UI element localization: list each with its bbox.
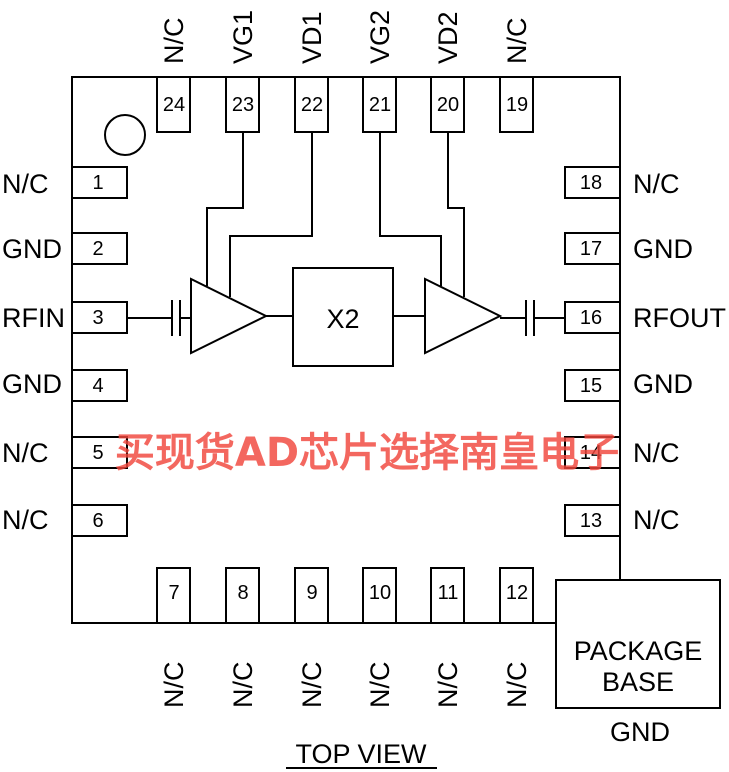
pin-number-3: 3 (92, 307, 103, 329)
vd2-bias-line (447, 132, 465, 297)
pin-number-23: 23 (232, 94, 254, 116)
pin-number-9: 9 (306, 582, 317, 604)
pin-name-16: RFOUT (633, 303, 726, 333)
pin-number-12: 12 (506, 582, 528, 604)
pin-name-20: VD2 (433, 11, 463, 64)
pin-pad-2 (71, 232, 128, 265)
pin-pad-8 (225, 567, 260, 624)
pin-number-16: 16 (580, 307, 602, 329)
pin-name-1: N/C (2, 169, 49, 199)
pin-pad-10 (362, 567, 397, 624)
pin-number-5: 5 (92, 442, 103, 464)
pin-name-5: N/C (2, 438, 49, 468)
core-block-label: X2 (326, 304, 359, 334)
vg1-bias-line (206, 132, 244, 286)
pin-number-14: 14 (580, 442, 602, 464)
pin-number-20: 20 (437, 94, 459, 116)
pin-name-11: N/C (433, 662, 463, 709)
pin1-indicator (104, 114, 146, 156)
pin-name-8: N/C (228, 662, 258, 709)
pin-number-8: 8 (237, 582, 248, 604)
pin-name-7: N/C (159, 662, 189, 709)
vd1-bias-line (229, 132, 313, 297)
pin-pad-6 (71, 504, 128, 537)
pin-name-23: VG1 (228, 10, 258, 64)
package-base-label-1: PACKAGE (574, 636, 703, 666)
pin-pad-13 (564, 504, 621, 537)
pin-pad-15 (564, 369, 621, 402)
pin-pad-4 (71, 369, 128, 402)
pin-number-15: 15 (580, 375, 602, 397)
pin-pad-12 (499, 567, 534, 624)
amplifier-1-symbol (190, 277, 269, 355)
pin-name-3: RFIN (2, 303, 65, 333)
pin-number-22: 22 (301, 94, 323, 116)
package-base-label-2: BASE (602, 667, 674, 697)
pin-pad-1 (71, 166, 128, 199)
pin-name-9: N/C (297, 662, 327, 709)
pin-name-4: GND (2, 369, 62, 399)
pin-pad-24 (156, 76, 191, 133)
pin-name-14: N/C (633, 438, 680, 468)
pin-pad-11 (430, 567, 465, 624)
pin-number-17: 17 (580, 238, 602, 260)
package-outline (71, 76, 621, 624)
pin-number-24: 24 (163, 94, 185, 116)
pin-number-1: 1 (92, 172, 103, 194)
pin-number-6: 6 (92, 510, 103, 532)
pin-pad-9 (294, 567, 329, 624)
pin-name-22: VD1 (297, 11, 327, 64)
pin-number-7: 7 (168, 582, 179, 604)
vg2-bias-line (379, 132, 442, 286)
pin-name-12: N/C (502, 662, 532, 709)
pin-pad-14 (564, 436, 621, 469)
view-caption: TOP VIEW (295, 739, 427, 769)
pin-number-10: 10 (369, 582, 391, 604)
pin-pad-18 (564, 166, 621, 199)
pin-name-15: GND (633, 369, 693, 399)
watermark-text: 买现货AD芯片选择南皇电子 (115, 430, 619, 476)
pin-name-19: N/C (502, 18, 532, 65)
pin-number-19: 19 (506, 94, 528, 116)
pin-number-21: 21 (369, 94, 391, 116)
pin-pad-5 (71, 436, 128, 469)
pin-pad-17 (564, 232, 621, 265)
pin-name-10: N/C (365, 662, 395, 709)
pin-number-11: 11 (438, 582, 459, 604)
pin-number-4: 4 (92, 375, 103, 397)
package-base-pin-name: GND (610, 717, 670, 747)
pin-name-6: N/C (2, 505, 49, 535)
pin-name-17: GND (633, 234, 693, 264)
amplifier-2-symbol (424, 277, 503, 355)
pin-number-2: 2 (92, 238, 103, 260)
package-base-pad (555, 579, 721, 709)
pin-pad-19 (499, 76, 534, 133)
pin-name-2: GND (2, 234, 62, 264)
pin-name-24: N/C (159, 18, 189, 65)
pin-number-18: 18 (580, 172, 602, 194)
pin-name-13: N/C (633, 505, 680, 535)
pin-number-13: 13 (580, 510, 602, 532)
pin-pad-7 (156, 567, 191, 624)
pin-name-18: N/C (633, 169, 680, 199)
pin-name-21: VG2 (365, 10, 395, 64)
